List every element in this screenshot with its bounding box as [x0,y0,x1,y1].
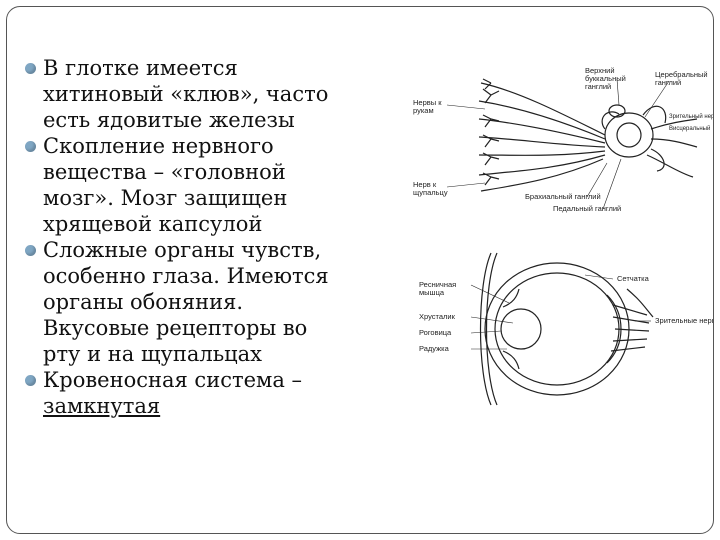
bullet-1-line-2: хитиновый «клюв», часто [43,82,329,106]
label-right-1: Зрительный нерв [669,114,714,120]
eye-figure: Ресничная мышца Хрусталик Роговица Радуж… [417,245,713,413]
bullet-3-line-5: рту и на щупальцах [43,342,262,366]
bullet-item-1: В глотке имеется хитиновый «клюв», часто… [23,55,383,133]
label-brachial: Брахиальный ганглий [525,192,601,201]
bullet-3-line-3: органы обоняния. [43,290,244,314]
bullet-1-line-1: В глотке имеется [43,56,238,80]
label-iris: Радужка [419,344,449,353]
label-pedal: Педальный ганглий [553,204,622,213]
bullet-dot-icon [25,141,36,152]
eye-drawing [470,252,654,406]
bullet-2-line-1: Скопление нервного [43,134,274,158]
label-cerebral: Церебральный ганглий [655,70,708,87]
bullet-2-line-3: мозг». Мозг защищен [43,186,288,210]
label-optic-nerves: Зрительные нервы [655,316,713,325]
bullet-4-underlined: замкнутая [43,394,161,418]
bullet-list: В глотке имеется хитиновый «клюв», часто… [23,55,383,419]
bullet-4-line-1: Кровеносная система – [43,368,303,392]
bullet-dot-icon [25,245,36,256]
bullet-item-4: Кровеносная система – замкнутая [23,367,383,419]
label-cornea: Роговица [419,328,452,337]
label-nerve-tentacle: Нерв к щупальцу [413,180,448,197]
bullet-2-line-4: хрящевой капсулой [43,212,263,236]
label-lens: Хрусталик [419,312,455,321]
label-retina: Сетчатка [617,274,649,283]
bullet-2-line-2: вещества – «головной [43,160,286,184]
bullet-item-3: Сложные органы чувств, особенно глаза. И… [23,237,383,367]
label-nerves-arms: Нервы к рукам [413,98,442,115]
bullet-dot-icon [25,375,36,386]
bullet-3-line-2: особенно глаза. Имеются [43,264,329,288]
bullet-item-2: Скопление нервного вещества – «головной … [23,133,383,237]
bullet-3-line-1: Сложные органы чувств, [43,238,322,262]
nerve-system-drawing [446,78,698,210]
label-ciliary-muscle: Ресничная мышца [419,280,457,297]
label-upper-buccal: Верхний буккальный ганглий [585,66,626,91]
bullet-dot-icon [25,63,36,74]
bullet-1-line-3: есть ядовитые железы [43,108,295,132]
nerve-system-figure: Нервы к рукам Верхний буккальный ганглий… [407,59,714,219]
label-right-2: Висцеральный [669,126,711,132]
slide: В глотке имеется хитиновый «клюв», часто… [6,6,714,534]
bullet-3-line-4: Вкусовые рецепторы во [43,316,308,340]
